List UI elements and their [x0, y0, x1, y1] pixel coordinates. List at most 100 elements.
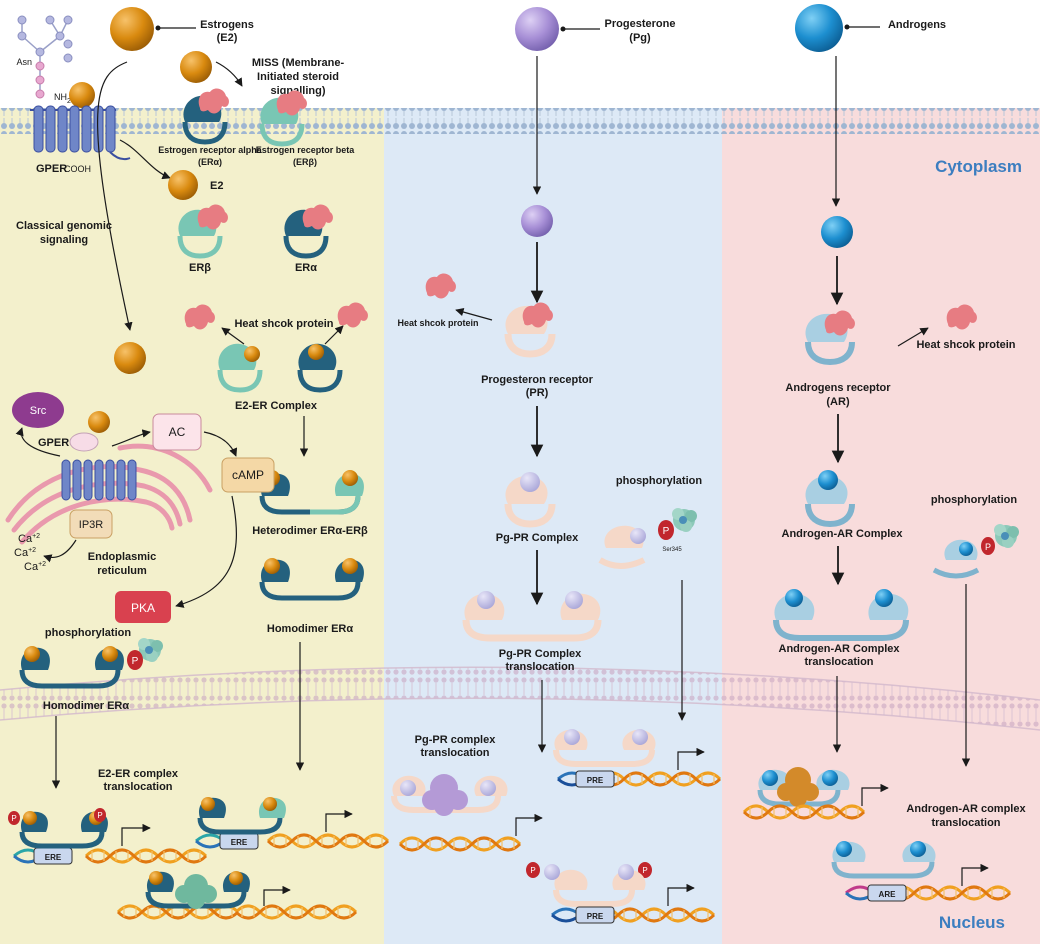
ca-1: Ca+2 [18, 533, 40, 545]
ac-node [152, 413, 202, 451]
ere-complex-3 [116, 871, 358, 920]
pre-label-2: PRE [587, 912, 604, 921]
asn-label: Asn [16, 57, 32, 67]
free-e2 [168, 170, 198, 200]
ar-label: Androgens receptor [785, 382, 891, 394]
src-label: Src [30, 405, 47, 417]
miss-e2 [180, 51, 212, 83]
nuclear-membrane [0, 667, 1040, 730]
e-hsp-label: Heat shcok protein [234, 318, 333, 330]
are-label: ARE [879, 890, 897, 899]
gper2-label: GPER [38, 437, 69, 449]
homo-label: Homodimer ERα [267, 623, 353, 635]
er-ret-line1: Endoplasmic [88, 551, 156, 563]
are-complex: ARE [831, 841, 1012, 902]
ip3r-label: IP3R [79, 519, 104, 531]
progesterone-title: Progesterone [605, 18, 676, 30]
ar-coactivator-complex [742, 767, 889, 820]
e-phos-label: phosphorylation [45, 627, 131, 639]
androgen-ar-dimer [773, 589, 909, 641]
ere-label-1: ERE [45, 853, 62, 862]
svg-text:P: P [97, 811, 102, 820]
er-beta-abbr: (ERβ) [293, 157, 317, 167]
estrogen-title: Estrogens [200, 19, 254, 31]
er-ret-line2: reticulum [97, 565, 147, 577]
progesterone-abbr: (Pg) [629, 32, 651, 44]
pr-abbr: (PR) [526, 387, 549, 399]
cytoplasmic-pg [521, 205, 553, 237]
pka-label: PKA [131, 601, 155, 615]
phospho-pr: P Ser345 [598, 508, 697, 569]
a-transloc-line1: Androgen-AR Complex [779, 643, 901, 655]
androgen-title: Androgens [888, 19, 946, 31]
hetero-label: Heterodimer ERα-ERβ [252, 525, 368, 537]
svg-text:P: P [11, 814, 16, 823]
gper-label: GPER [36, 163, 67, 175]
e-transloc-line1: E2-ER complex [98, 768, 179, 780]
miss-line2: Initiated steroid [257, 71, 339, 83]
progesterone-pathway: Progesterone (Pg) Heat shcok protein Pro… [391, 7, 722, 924]
p-phos-label: phosphorylation [616, 475, 702, 487]
pre-label-1: PRE [587, 776, 604, 785]
er-alpha-abbr: (ERα) [198, 157, 222, 167]
plasma-membrane [0, 108, 1040, 134]
ser345-label: Ser345 [662, 547, 682, 553]
e2-label: E2 [210, 180, 223, 192]
ere-complex-2: ERE [195, 797, 390, 850]
p-transloc-line1: Pg-PR Complex [499, 648, 582, 660]
pre-complex-2: P P PRE [526, 862, 716, 924]
estrogen-pathway: Estrogens (E2) Asn NH2 [5, 7, 390, 920]
ere-label-2: ERE [231, 838, 248, 847]
pka-node [115, 591, 171, 623]
homodimer-2-phospho: P [19, 638, 163, 689]
a-transloc-lower-2: translocation [931, 817, 1000, 829]
svg-text:P: P [985, 542, 991, 552]
e2er-label: E2-ER Complex [235, 400, 318, 412]
ca-3: Ca+2 [24, 561, 46, 573]
e2-bound-gper [69, 82, 95, 108]
a-transloc-lower-1: Androgen-AR complex [906, 803, 1026, 815]
gper-2-receptor [61, 459, 137, 501]
classical-line2: signaling [40, 234, 88, 246]
svg-text:P: P [642, 866, 647, 875]
ca-2: Ca+2 [14, 547, 36, 559]
svg-text:P: P [132, 656, 139, 667]
gper-receptor [30, 105, 131, 161]
er-alpha-label: Estrogen receptor alpha [158, 145, 263, 155]
pg-pr-dimer [462, 591, 602, 642]
pg-coactivator-complex [391, 774, 508, 816]
estrogen-ligand [110, 7, 154, 51]
androgen-pathway: Androgens Heat shcok protein Androgens r… [742, 4, 1026, 902]
ip3r-node [69, 509, 113, 539]
cytoplasm-label: Cytoplasm [935, 157, 1022, 176]
ere-complex-1: ERE P P [8, 808, 208, 865]
src-node [12, 392, 64, 428]
p-transloc-lower-1: Pg-PR complex [415, 734, 497, 746]
progesterone-ligand [515, 7, 559, 51]
estrogen-abbr: (E2) [217, 32, 238, 44]
homodimer-1 [259, 558, 364, 601]
classical-line1: Classical genomic [16, 220, 112, 232]
erb-label: ERβ [189, 262, 211, 274]
androgen-ligand [795, 4, 843, 52]
miss-line1: MISS (Membrane- [252, 57, 345, 69]
p-hsp-label: Heat shcok protein [397, 318, 478, 328]
e-transloc-line2: translocation [103, 781, 172, 793]
cooh-label: COOH [64, 164, 91, 174]
phospho-ar: P [932, 524, 1019, 579]
a-phos-label: phosphorylation [931, 494, 1017, 506]
camp-label: cAMP [232, 468, 264, 482]
svg-text:P: P [530, 866, 535, 875]
pgpr-label: Pg-PR Complex [496, 532, 579, 544]
a-transloc-line2: translocation [804, 656, 873, 668]
p-transloc-line2: translocation [505, 661, 574, 673]
cytoplasmic-androgen [821, 216, 853, 248]
p-transloc-lower-2: translocation [420, 747, 489, 759]
ar-complex-label: Androgen-AR Complex [782, 528, 904, 540]
ac-label: AC [169, 425, 186, 439]
era-label: ERα [295, 262, 317, 274]
camp-node [221, 457, 275, 493]
pre-complex-1: PRE [553, 729, 722, 788]
